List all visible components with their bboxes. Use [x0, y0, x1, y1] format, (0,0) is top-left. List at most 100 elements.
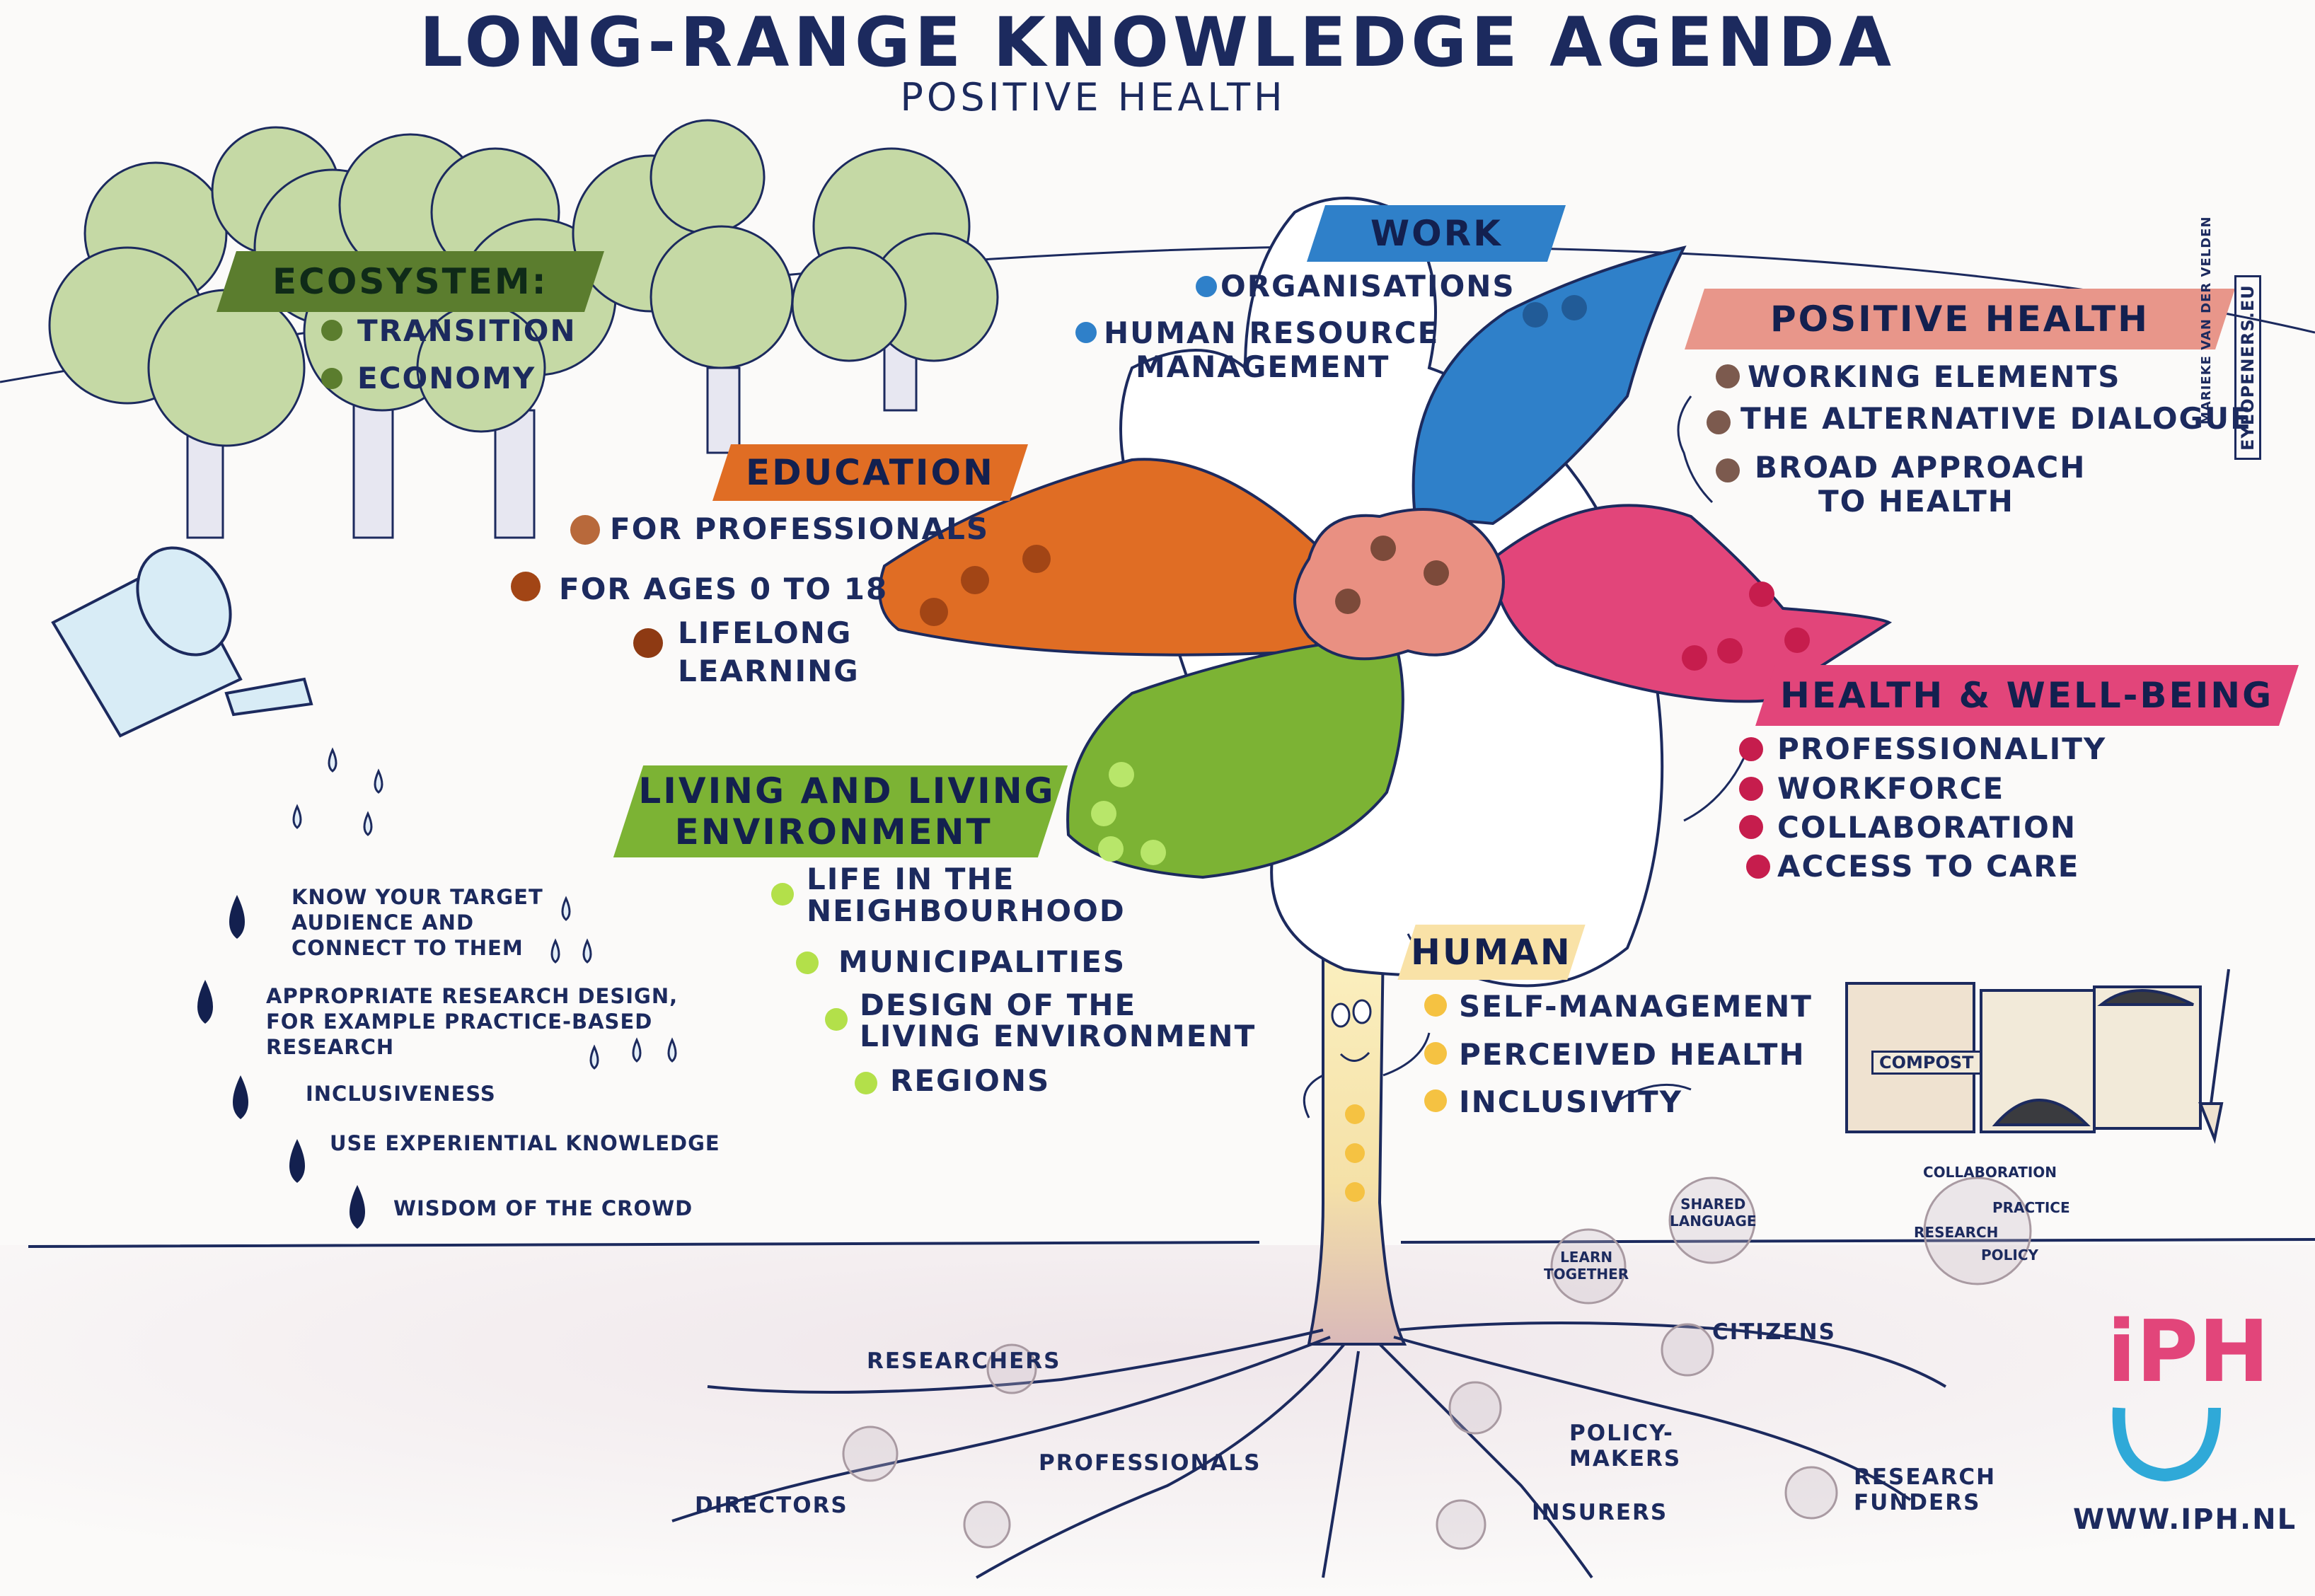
education-label: EDUCATION	[746, 452, 995, 493]
education-item: FOR PROFESSIONALS	[610, 511, 990, 546]
human-item: SELF-MANAGEMENT	[1459, 989, 1813, 1024]
health-wellbeing-item: COLLABORATION	[1777, 810, 2077, 845]
root-label: INSURERS	[1532, 1500, 1668, 1525]
compost-circle-label: PRACTICE	[1992, 1199, 2070, 1216]
stem-face-icon	[1303, 999, 1431, 1118]
positive-health-banner: POSITIVE HEALTH	[1685, 289, 2235, 349]
education-bullet	[633, 628, 663, 658]
artist-signature: MARIEKE VAN DER VELDEN	[2199, 216, 2214, 424]
positive-health-bullet	[1716, 364, 1740, 388]
education-bullet	[511, 572, 541, 601]
compost-circle-label: POLICY	[1981, 1247, 2039, 1264]
page-title: LONG-RANGE KNOWLEDGE AGENDA	[419, 3, 1896, 82]
tip-text: USE EXPERIENTIAL KNOWLEDGE	[330, 1131, 720, 1155]
website-link[interactable]: WWW.IPH.NL	[2073, 1503, 2297, 1536]
tip-text: INCLUSIVENESS	[306, 1082, 496, 1106]
health-wellbeing-bullet	[1739, 777, 1763, 801]
positive-health-item: THE ALTERNATIVE DIALOGUE	[1740, 401, 2252, 436]
soil-area	[0, 1245, 2315, 1596]
pink-petal	[1491, 504, 1893, 703]
dark-drops	[197, 895, 365, 1229]
root-label: DIRECTORS	[695, 1493, 848, 1518]
water-drops	[292, 747, 677, 1070]
positive-health-item: BROAD APPROACH	[1755, 450, 2086, 485]
living-label-line2: ENVIRONMENT	[675, 811, 993, 852]
flower-roots	[671, 1322, 1947, 1579]
living-banner: LIVING AND LIVING ENVIRONMENT	[613, 765, 1068, 857]
living-item: NEIGHBOURHOOD	[807, 894, 1126, 928]
root-label: PROFESSIONALS	[1039, 1450, 1262, 1476]
positive-health-item: WORKING ELEMENTS	[1748, 359, 2121, 394]
human-item: INCLUSIVITY	[1459, 1085, 1683, 1119]
living-bullet	[771, 883, 794, 906]
flower-center	[1293, 508, 1505, 661]
stem-dots	[1345, 1104, 1365, 1202]
root-label: POLICY- MAKERS	[1569, 1421, 1682, 1471]
compost-circle-label: LEARN TOGETHER	[1544, 1249, 1629, 1283]
living-bullet	[796, 952, 819, 974]
work-bullet	[1075, 322, 1097, 343]
human-bullet	[1424, 1089, 1447, 1112]
human-item: PERCEIVED HEALTH	[1459, 1037, 1806, 1072]
education-bullet	[570, 515, 600, 545]
positive-health-bullet	[1716, 458, 1740, 482]
compost-circle-label: RESEARCH	[1914, 1224, 1999, 1241]
ecosystem-item: TRANSITION	[357, 313, 577, 348]
compost-circle-label: COLLABORATION	[1923, 1164, 2057, 1181]
health-wellbeing-bullet	[1746, 855, 1770, 879]
human-bullet	[1424, 1042, 1447, 1065]
tip-text: WISDOM OF THE CROWD	[393, 1196, 693, 1220]
human-banner: HUMAN	[1397, 925, 1586, 980]
ecosystem-bullet	[321, 320, 342, 341]
ecosystem-label: ECOSYSTEM:	[272, 261, 548, 302]
living-item: DESIGN OF THE	[860, 988, 1137, 1022]
living-item: MUNICIPALITIES	[838, 944, 1126, 979]
ecosystem-item: ECONOMY	[357, 361, 536, 395]
living-bullet	[855, 1072, 877, 1094]
watering-can-icon	[51, 546, 313, 738]
health-wellbeing-item: ACCESS TO CARE	[1777, 849, 2080, 884]
work-item: ORGANISATIONS	[1220, 269, 1516, 303]
tip-text: KNOW YOUR TARGET AUDIENCE AND CONNECT TO…	[291, 885, 543, 960]
root-circles	[842, 1323, 1838, 1550]
education-item: LIFELONG	[678, 615, 853, 650]
living-bullet	[825, 1008, 848, 1031]
petal-dots	[920, 295, 1810, 865]
flower-stem	[1307, 939, 1407, 1346]
iph-logo	[2112, 1407, 2221, 1482]
ecosystem-bullet	[321, 368, 342, 389]
health-wellbeing-item: WORKFORCE	[1777, 771, 2005, 806]
education-banner: EDUCATION	[712, 444, 1028, 501]
living-label-line1: LIVING AND LIVING	[638, 770, 1056, 811]
work-item: MANAGEMENT	[1136, 349, 1390, 384]
work-bullet	[1196, 276, 1217, 297]
work-item: HUMAN RESOURCE	[1104, 316, 1440, 350]
ground-line	[28, 1238, 2315, 1248]
compost-circles	[1550, 1176, 2032, 1305]
health-wellbeing-label: HEALTH & WELL-BEING	[1780, 675, 2274, 716]
living-item: REGIONS	[890, 1063, 1051, 1098]
ecosystem-banner: ECOSYSTEM:	[217, 251, 604, 312]
root-label: RESEARCH FUNDERS	[1854, 1464, 1997, 1515]
compost-circle-label: SHARED LANGUAGE	[1670, 1196, 1757, 1230]
orange-petal	[878, 458, 1317, 657]
human-label: HUMAN	[1411, 932, 1572, 973]
work-label: WORK	[1370, 213, 1503, 254]
health-wellbeing-bullet	[1739, 737, 1763, 761]
blue-petal	[1411, 245, 1687, 526]
living-item: LIVING ENVIRONMENT	[860, 1019, 1257, 1053]
root-label: RESEARCHERS	[867, 1348, 1061, 1374]
education-item: LEARNING	[678, 654, 860, 688]
tip-text: APPROPRIATE RESEARCH DESIGN, FOR EXAMPLE…	[266, 984, 679, 1059]
artist-brand: EYEOPENERS.EU	[2234, 275, 2261, 460]
positive-health-item: TO HEALTH	[1818, 484, 2014, 519]
education-item: FOR AGES 0 TO 18	[559, 572, 889, 606]
positive-health-bullet	[1707, 410, 1731, 434]
health-wellbeing-item: PROFESSIONALITY	[1777, 732, 2107, 766]
health-wellbeing-bullet	[1739, 815, 1763, 839]
human-bullet	[1424, 994, 1447, 1017]
compost-sign: COMPOST	[1871, 1051, 1982, 1075]
root-label: CITIZENS	[1712, 1319, 1836, 1345]
health-wellbeing-banner: HEALTH & WELL-BEING	[1755, 665, 2299, 726]
positive-health-label: POSITIVE HEALTH	[1770, 299, 2149, 340]
